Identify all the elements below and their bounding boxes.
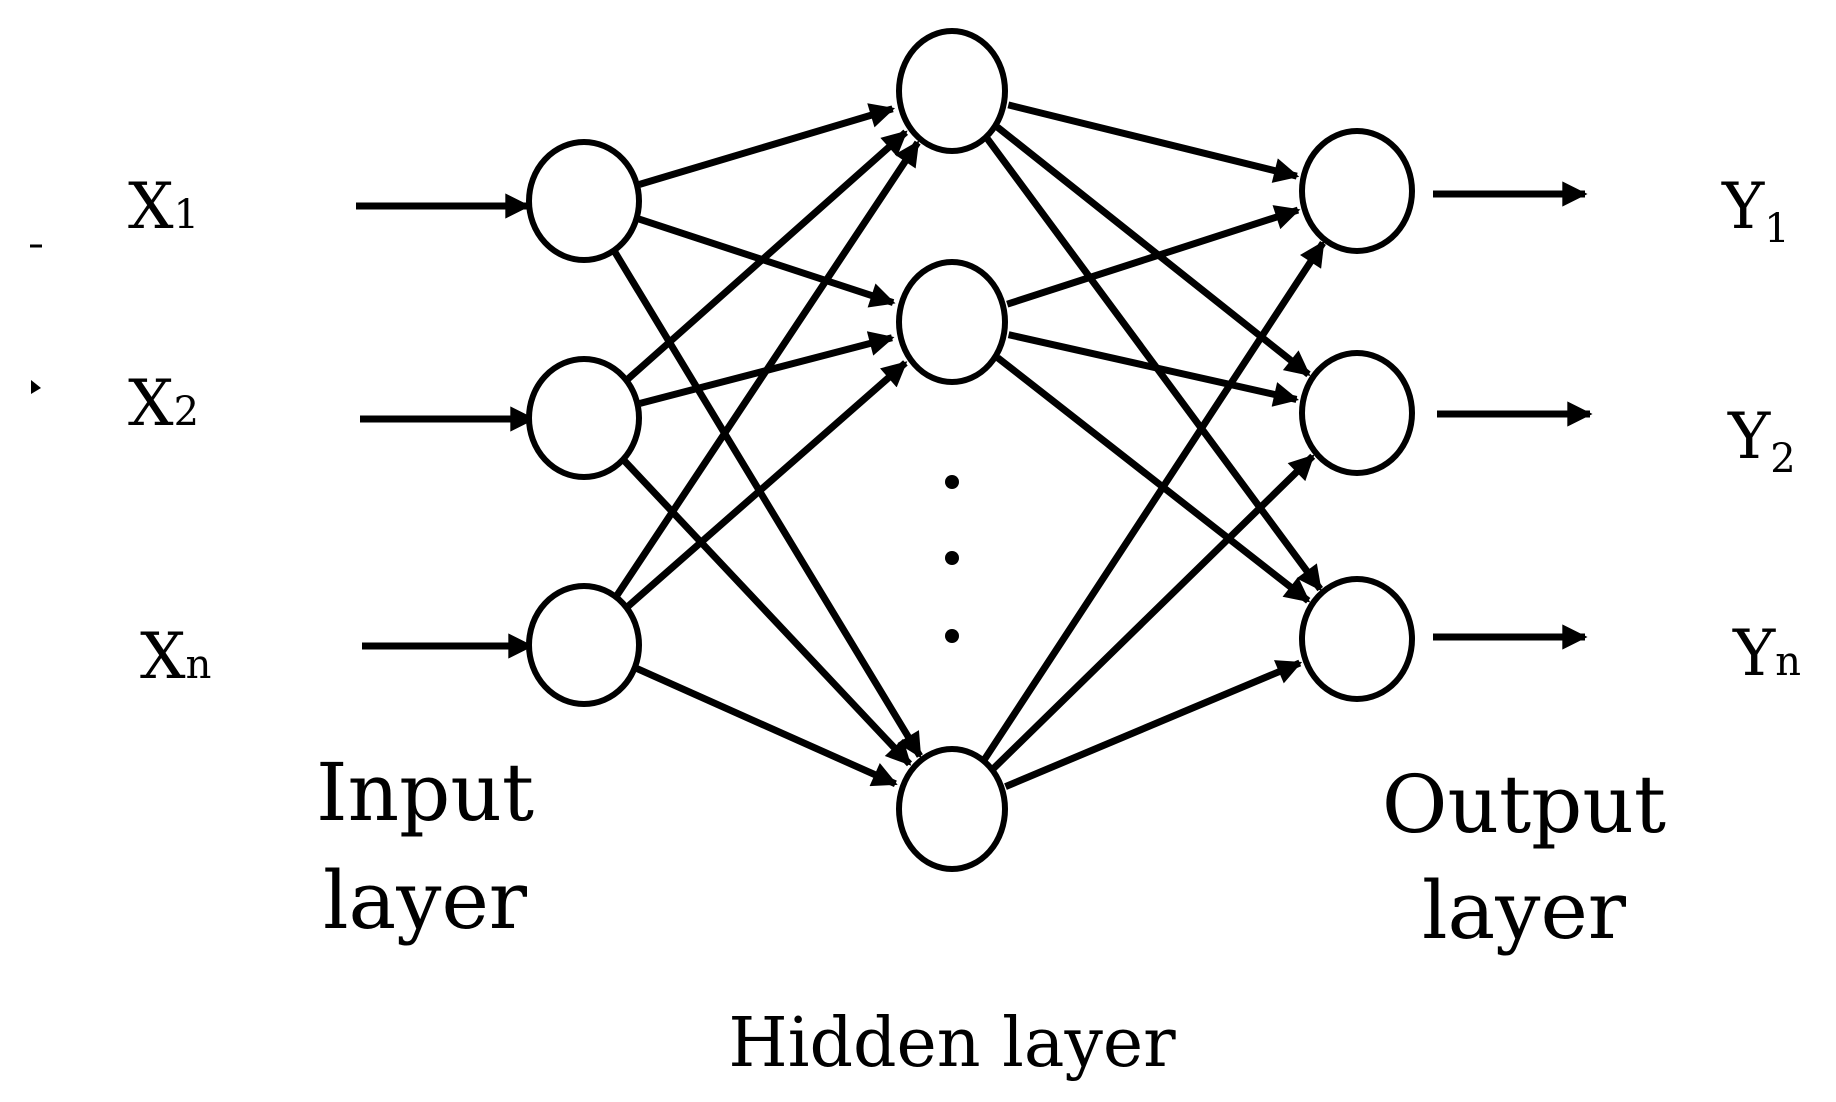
output-layer-caption-line2: layer (1422, 864, 1627, 957)
small-triangle-mark (31, 380, 41, 394)
connection-hidden-1-to-output-3 (983, 135, 1324, 592)
output-label-2: Y2 (1727, 400, 1796, 482)
left-edge-marks (30, 244, 42, 394)
connection-hidden-2-to-output-3 (995, 354, 1311, 604)
input-node-3 (526, 583, 642, 707)
connection-hidden-3-to-output-2 (991, 453, 1316, 772)
connection-hidden-2-to-output-2 (1007, 331, 1299, 407)
connection-hidden-1-to-output-2 (995, 124, 1311, 378)
connection-input-3-to-hidden-2 (625, 360, 908, 610)
output-node-1 (1299, 128, 1415, 254)
hidden-layer-nodes (896, 28, 1008, 872)
connection-input-2-to-hidden-1 (625, 129, 909, 383)
input-layer-nodes (526, 139, 642, 707)
input-node-2 (526, 356, 642, 480)
input-label-2: X2 (128, 367, 199, 441)
output-layer-caption-line1: Output (1382, 758, 1666, 851)
hidden-node-2 (896, 259, 1008, 385)
input-node-1 (526, 139, 642, 263)
ellipsis-dot (945, 629, 959, 643)
output-arrows (1433, 181, 1593, 650)
hidden-node-1 (896, 28, 1008, 154)
input-arrows (356, 193, 536, 659)
hidden-ellipsis-dots (945, 475, 959, 643)
connection-hidden-2-to-output-1 (1006, 205, 1301, 308)
output-node-3 (1299, 576, 1415, 702)
input-layer-caption-line2: layer (323, 854, 528, 947)
connections (611, 101, 1326, 790)
connection-hidden-1-to-output-1 (1007, 101, 1300, 183)
hidden-node-3 (896, 746, 1008, 872)
connection-input-1-to-hidden-3 (611, 248, 923, 759)
hidden-layer-caption: Hidden layer (728, 1004, 1176, 1083)
connection-input-1-to-hidden-1 (638, 103, 896, 188)
input-label-n: Xn (140, 620, 211, 694)
output-layer-nodes (1299, 128, 1415, 702)
connection-hidden-3-to-output-1 (980, 240, 1326, 763)
ellipsis-dot (945, 551, 959, 565)
input-label-1: X1 (128, 170, 199, 244)
connection-input-3-to-hidden-3 (635, 665, 898, 787)
connection-hidden-3-to-output-3 (1004, 659, 1303, 790)
connection-input-3-to-hidden-1 (613, 140, 921, 599)
output-node-2 (1299, 350, 1415, 476)
input-layer-caption-line1: Input (316, 746, 534, 839)
output-label-n: Yn (1732, 617, 1801, 691)
ellipsis-dot (945, 475, 959, 489)
output-label-1: Y1 (1721, 170, 1790, 252)
